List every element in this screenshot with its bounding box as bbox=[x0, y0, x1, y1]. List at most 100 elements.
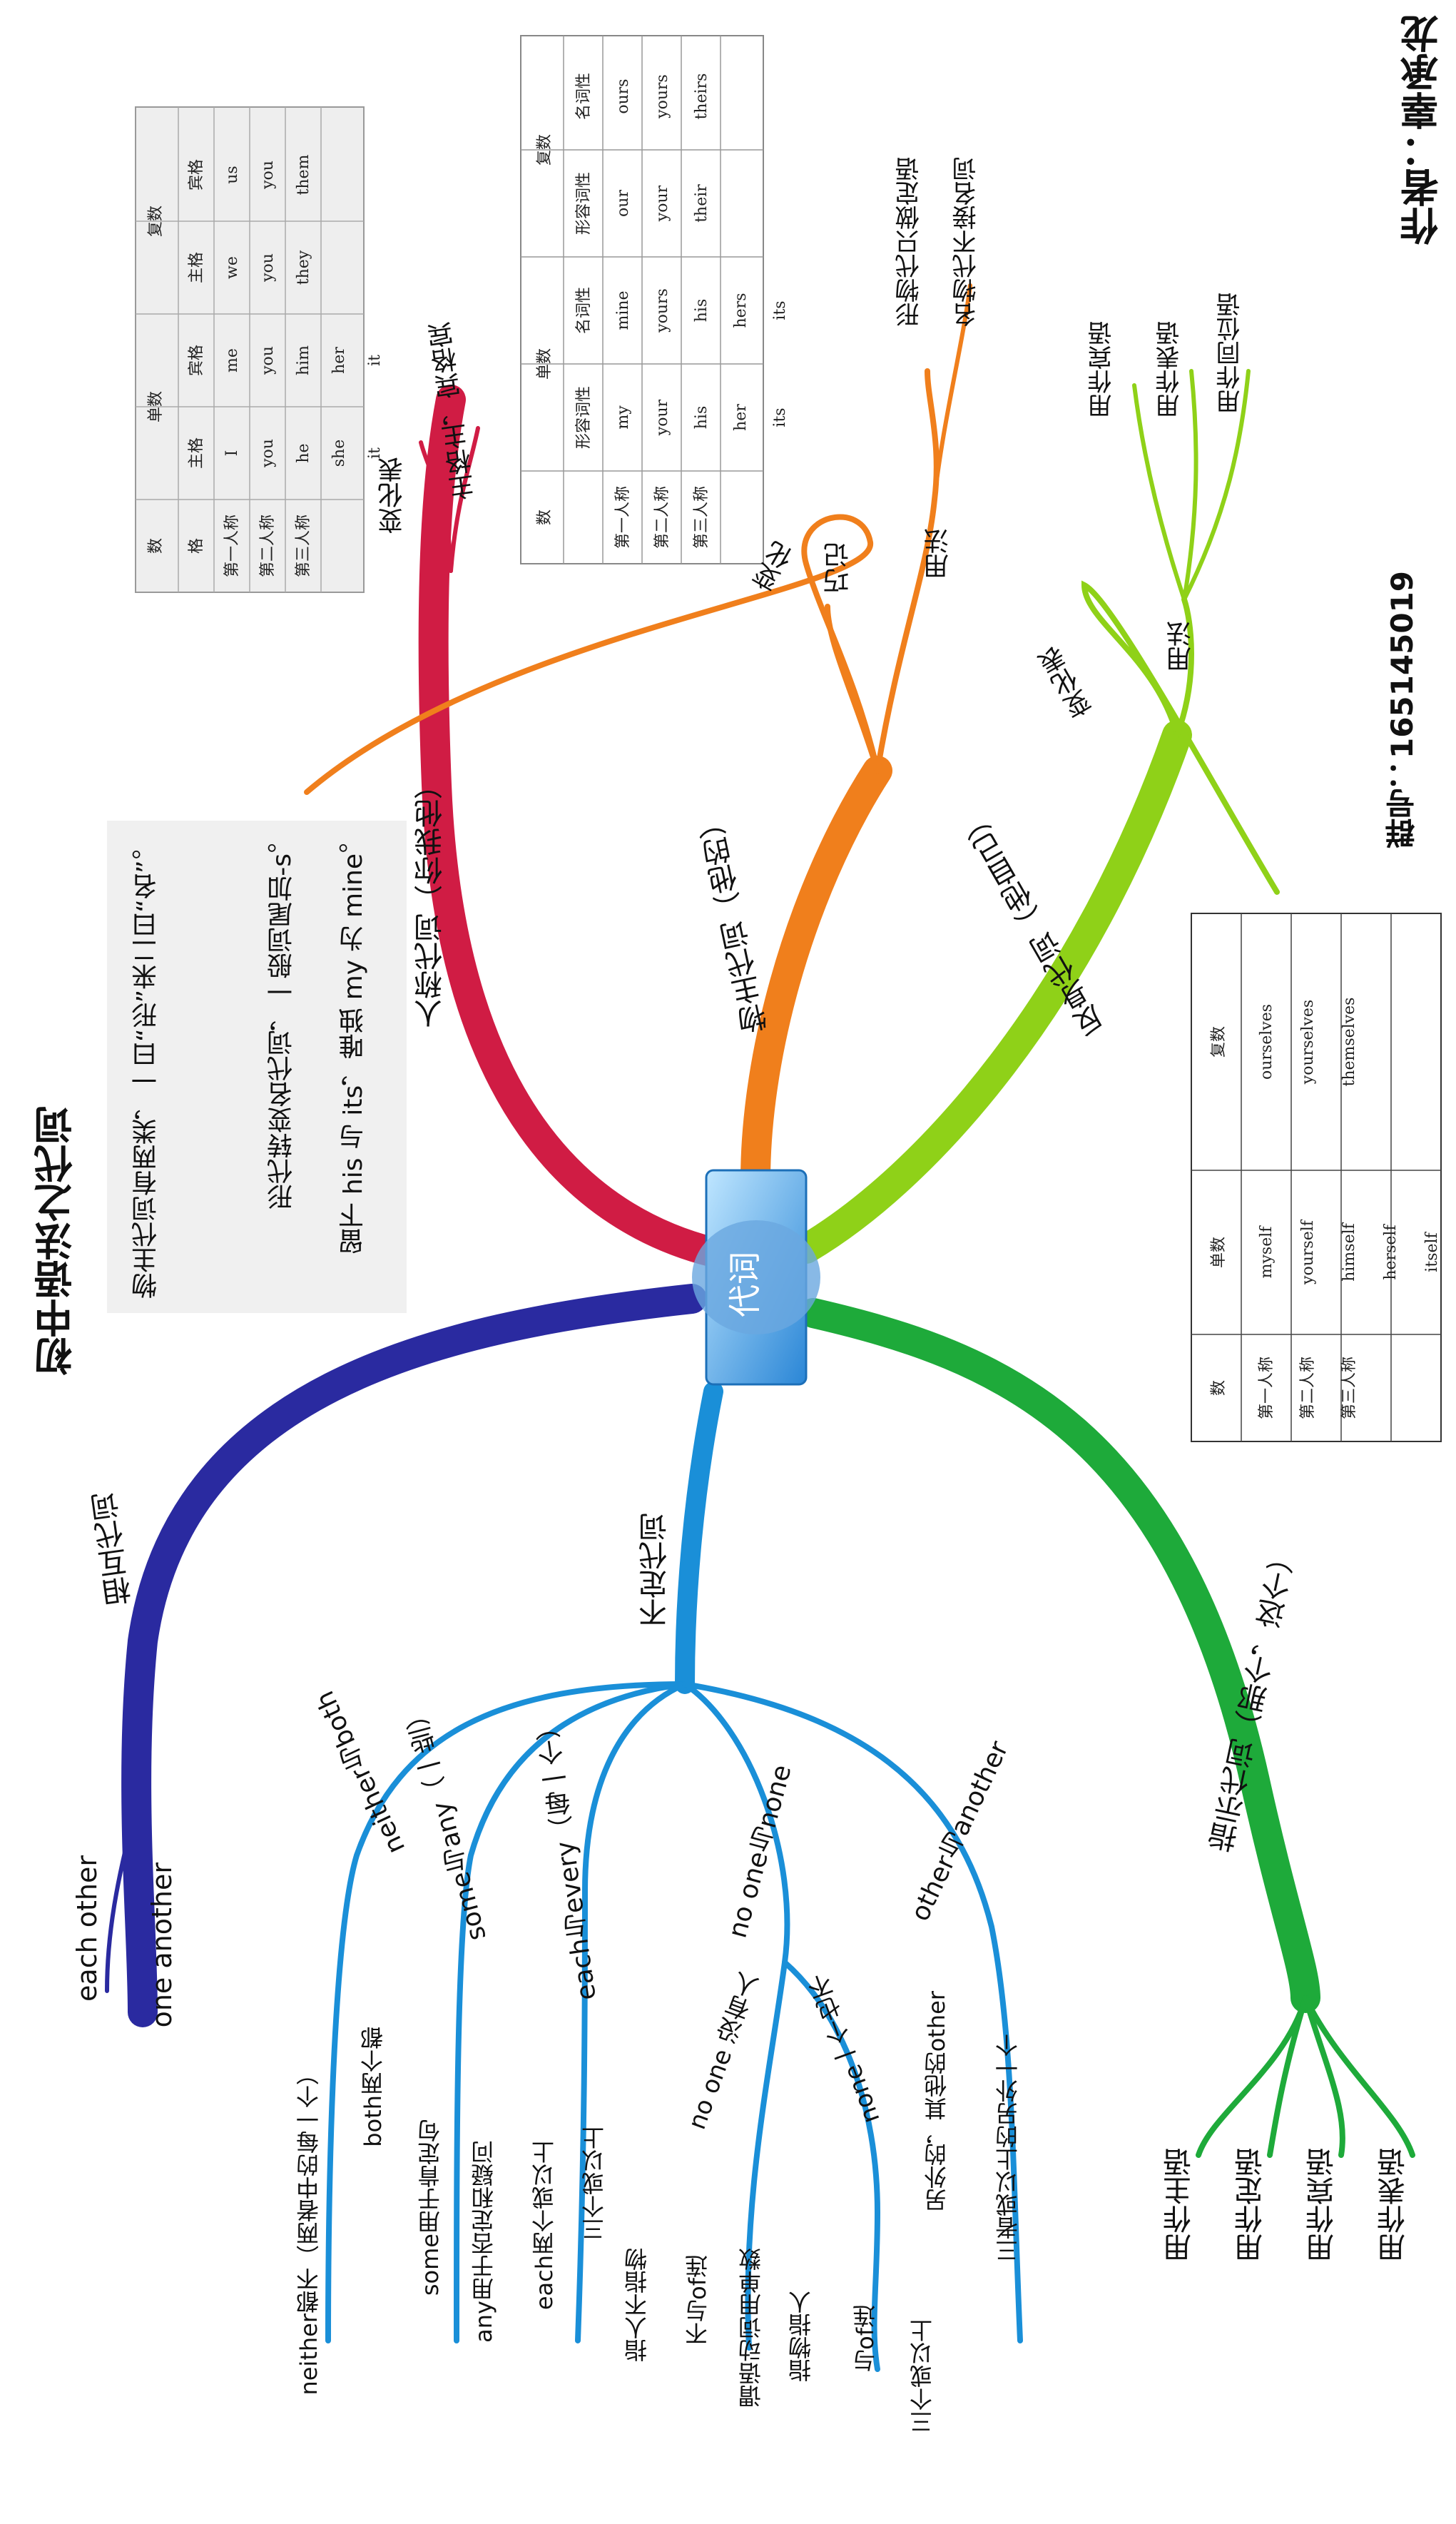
pt-cell: him bbox=[295, 345, 312, 375]
possessive-child-mnemonic[interactable]: 巧记 bbox=[824, 542, 853, 594]
pt-subheader: 宾格 bbox=[188, 345, 205, 376]
branch-label-personal[interactable]: 人称代词（你我他） bbox=[414, 771, 447, 1028]
pt-cell: you bbox=[259, 346, 277, 375]
personal-child-table[interactable]: 变化表 bbox=[378, 457, 407, 534]
center-label: 代词 bbox=[726, 1252, 764, 1317]
demonstrative-usage-4[interactable]: 用作表语 bbox=[1378, 2148, 1410, 2262]
pt-subheader: 主格 bbox=[188, 437, 205, 469]
reflexive-usage-2[interactable]: 用作表语 bbox=[1156, 321, 1184, 418]
indef-item-other[interactable]: 另外的，其他的other bbox=[923, 1991, 950, 2212]
pos-cell: its bbox=[771, 300, 789, 320]
pos-cell: hers bbox=[732, 293, 750, 328]
ref-cell: myself bbox=[1258, 1225, 1276, 1279]
reflexive-child-usage[interactable]: 用法 bbox=[1166, 621, 1196, 672]
pos-cell: 第二人称 bbox=[653, 486, 671, 549]
mnemonic-line-2: 形代转变名代词，一般词尾加-s。 bbox=[268, 828, 297, 1210]
pt-subheader: 格 bbox=[188, 538, 205, 554]
pos-header: 复数 bbox=[536, 134, 554, 166]
ref-header: 数 bbox=[1210, 1380, 1228, 1396]
indef-item-every[interactable]: 三个或以上 bbox=[581, 2127, 608, 2241]
pt-cell: she bbox=[330, 440, 348, 467]
branch-demonstrative bbox=[798, 1298, 1415, 2158]
reciprocal-child-1[interactable]: each other bbox=[71, 1855, 103, 2002]
pt-cell: me bbox=[223, 348, 241, 372]
indef-item-each[interactable]: each两个或以上 bbox=[531, 2141, 558, 2311]
mnemonic-line-1: 物主代词有两类，一曰“形”来二曰“名”。 bbox=[132, 834, 161, 1299]
pos-cell: yours bbox=[653, 74, 671, 119]
pt-subheader: 主格 bbox=[188, 252, 205, 283]
branch-possessive bbox=[304, 283, 972, 1221]
pt-cell: we bbox=[223, 256, 241, 279]
branch-label-indefinite[interactable]: 不定代词 bbox=[639, 1513, 672, 1627]
ref-cell: yourselves bbox=[1299, 1000, 1317, 1085]
pos-cell: my bbox=[614, 405, 632, 430]
pos-cell: mine bbox=[614, 290, 632, 330]
ref-cell: himself bbox=[1340, 1222, 1358, 1281]
ref-cell: 第一人称 bbox=[1258, 1357, 1276, 1419]
indef-item-another[interactable]: 三者或以上的另外一个 bbox=[994, 2034, 1022, 2262]
indef-item-any[interactable]: any用于否定和疑问 bbox=[470, 2141, 497, 2343]
reflexive-usage-1[interactable]: 用作宾语 bbox=[1088, 321, 1116, 418]
pos-cell: his bbox=[693, 406, 711, 430]
pos-cell: yours bbox=[653, 288, 671, 333]
pt-cell: 第三人称 bbox=[295, 515, 312, 577]
pos-cell: your bbox=[653, 185, 671, 222]
indef-item-noone-1[interactable]: 指人不指物 bbox=[623, 2248, 651, 2362]
pt-cell: he bbox=[295, 443, 312, 462]
possessive-usage-2[interactable]: 名物代不接名词 bbox=[952, 157, 981, 327]
branch-reciprocal bbox=[105, 1284, 707, 2027]
pt-cell: I bbox=[223, 450, 241, 457]
demonstrative-usage-3[interactable]: 用作宾语 bbox=[1306, 2148, 1339, 2262]
reflexive-pronoun-table: 数单数复数第一人称myselfourselves第二人称yourselfyour… bbox=[1191, 913, 1442, 1442]
indef-item-some[interactable]: some用于肯定句 bbox=[417, 2119, 444, 2296]
pos-cell: 第一人称 bbox=[614, 486, 632, 549]
pos-cell: its bbox=[771, 407, 789, 427]
pos-header: 单数 bbox=[536, 348, 554, 380]
ref-cell: herself bbox=[1382, 1224, 1400, 1280]
ref-cell: ourselves bbox=[1258, 1004, 1276, 1080]
ref-cell: itself bbox=[1423, 1231, 1441, 1272]
possessive-child-usage[interactable]: 用法 bbox=[924, 528, 953, 579]
possessive-pronoun-table: 数单数复数形容词性名词性形容词性名词性第一人称mymineourours第二人称… bbox=[520, 35, 789, 564]
pt-header: 复数 bbox=[147, 206, 165, 237]
pt-cell: her bbox=[330, 347, 348, 374]
branch-reflexive bbox=[791, 369, 1280, 1264]
possessive-usage-1[interactable]: 形物代只做定语 bbox=[895, 157, 924, 327]
pt-cell: them bbox=[295, 154, 312, 195]
pos-cell: our bbox=[614, 190, 632, 217]
reciprocal-child-2[interactable]: one another bbox=[146, 1862, 178, 2028]
center-node[interactable]: 代词 bbox=[692, 1169, 820, 1386]
pos-subheader: 形容词性 bbox=[575, 386, 593, 449]
pos-cell: ours bbox=[614, 78, 632, 113]
pos-cell: their bbox=[693, 184, 711, 223]
indef-item-none-2[interactable]: 与of连 bbox=[852, 2305, 879, 2373]
pt-header: 单数 bbox=[147, 391, 165, 422]
pt-cell: us bbox=[223, 166, 241, 183]
ref-cell: 第三人称 bbox=[1340, 1357, 1358, 1419]
branch-personal bbox=[418, 385, 728, 1267]
indef-item-neither[interactable]: neither都不（两者中的每一个） bbox=[295, 2062, 322, 2396]
pos-cell: theirs bbox=[693, 74, 711, 120]
author-label: 作者：辜承龙 bbox=[1400, 14, 1445, 245]
indef-item-noone-2[interactable]: 不与of连 bbox=[684, 2255, 711, 2346]
pt-header: 数 bbox=[147, 538, 165, 554]
indef-item-none-1[interactable]: 指物指人 bbox=[788, 2291, 815, 2382]
pos-subheader: 名词性 bbox=[575, 287, 593, 334]
indef-item-noone-3[interactable]: 谓语动词用单数 bbox=[738, 2248, 765, 2408]
page-title: 初中语法之代词 bbox=[34, 1106, 79, 1376]
reflexive-usage-3[interactable]: 用作同位语 bbox=[1216, 293, 1245, 414]
demonstrative-usage-2[interactable]: 用作定语 bbox=[1235, 2148, 1268, 2262]
demonstrative-usage-1[interactable]: 用作主语 bbox=[1164, 2148, 1196, 2262]
mnemonic-line-3: 留下 his 与 its，唯独 my 为 mine。 bbox=[339, 828, 368, 1255]
indef-item-none-3[interactable]: 三个或以上 bbox=[909, 2319, 936, 2433]
branch-indefinite bbox=[325, 1382, 1023, 2372]
pt-cell: they bbox=[295, 250, 312, 285]
pt-subheader: 宾格 bbox=[188, 159, 205, 191]
pt-cell: you bbox=[259, 253, 277, 283]
pt-cell: it bbox=[366, 447, 384, 459]
indef-item-both[interactable]: both两个都 bbox=[360, 2027, 387, 2147]
pt-cell: 第一人称 bbox=[223, 515, 241, 577]
pt-cell: you bbox=[259, 439, 277, 468]
pos-cell: his bbox=[693, 299, 711, 323]
